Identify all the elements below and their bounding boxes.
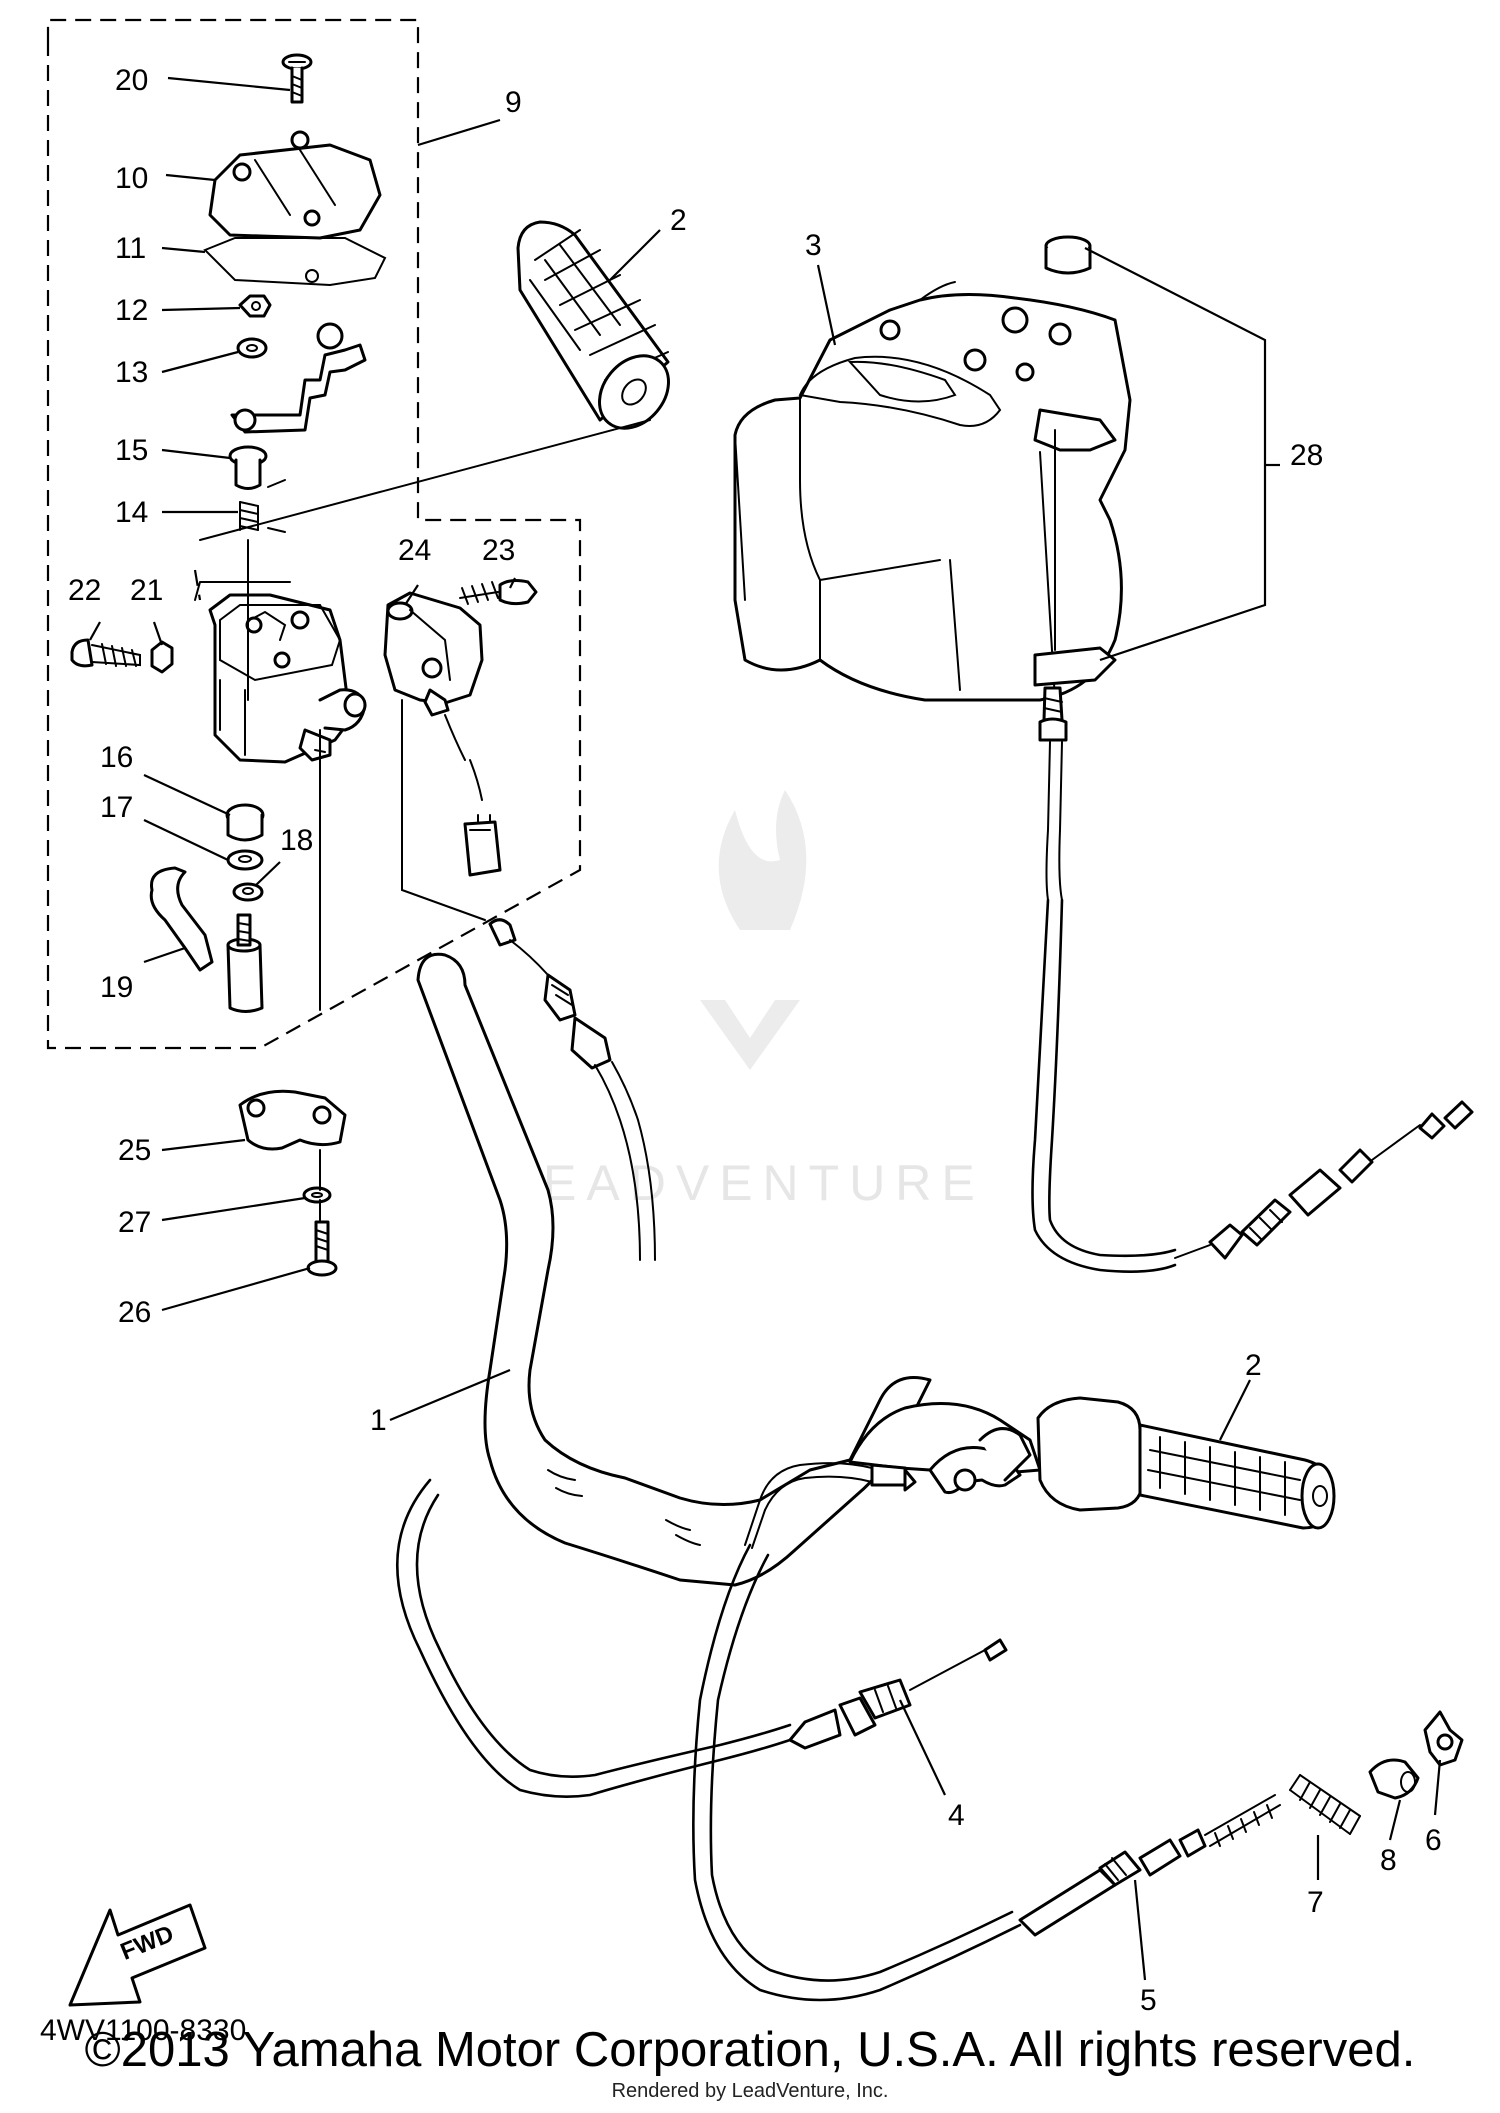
throttle-lever-cable (744, 1462, 917, 1549)
part-10-cover (208, 130, 382, 240)
callout-10: 10 (115, 162, 148, 195)
part-12-nut (238, 294, 272, 318)
callout-2-left: 2 (670, 204, 687, 237)
callout-22: 22 (68, 574, 101, 607)
callout-17: 17 (100, 791, 133, 824)
throttle-cable (1031, 898, 1474, 1273)
part-15-collar (228, 445, 268, 490)
throttle-bracket (928, 1427, 1032, 1494)
lever-link-line (194, 581, 291, 601)
callout-27: 27 (118, 1206, 151, 1239)
callout-4: 4 (948, 1799, 965, 1832)
part-3-throttle-housing (733, 281, 1132, 702)
callout-3: 3 (805, 229, 822, 262)
part-6-wing-nut (1423, 1710, 1464, 1767)
callout-24: 24 (398, 534, 431, 567)
part-2-grip-right (1036, 1396, 1336, 1530)
callout-14: 14 (115, 496, 148, 529)
callout-15: 15 (115, 434, 148, 467)
callout-21: 21 (130, 574, 163, 607)
fwd-arrow: FWD (68, 1903, 207, 2007)
callout-7: 7 (1307, 1886, 1324, 1919)
part-7-spring (1289, 1774, 1361, 1835)
grip-centerline (199, 419, 651, 541)
assembly-box-9 (46, 18, 582, 1050)
switch-housing (208, 593, 367, 764)
part-23-screw (459, 579, 538, 606)
part-16-nut (225, 803, 265, 842)
part-20-screw (281, 53, 313, 104)
callout-2-right: 2 (1245, 1349, 1262, 1382)
part-17-washer (226, 849, 264, 871)
part-4-cable (396, 1478, 1008, 1798)
part-26-bolt (306, 1220, 338, 1277)
watermark-text: LEADVENTURE (505, 1155, 985, 1211)
part-27-washer (302, 1186, 332, 1204)
part-14-spring (239, 479, 286, 533)
switch-cable (401, 699, 656, 1261)
part-18-washer (232, 882, 264, 902)
part-5-cable (692, 1543, 1281, 2002)
part-13-lever (230, 322, 367, 434)
callout-11: 11 (115, 232, 146, 265)
callout-1: 1 (370, 1404, 387, 1437)
leadventure-watermark: LEADVENTURE (505, 790, 985, 1211)
callout-9: 9 (505, 86, 522, 119)
callout-16: 16 (100, 741, 133, 774)
callout-25: 25 (118, 1134, 151, 1167)
callout-labels: 20 10 11 12 13 15 14 9 2 3 28 24 23 22 2… (68, 64, 1442, 2017)
callout-8: 8 (1380, 1844, 1397, 1877)
assembly-box-24 (193, 569, 202, 601)
callout-28: 28 (1290, 439, 1323, 472)
part-8-collar (1368, 1758, 1420, 1800)
callout-12: 12 (115, 294, 148, 327)
leader-lines (89, 76, 1442, 1981)
callout-26: 26 (118, 1296, 151, 1329)
part-19-lever (149, 866, 264, 1013)
part-24-switch (383, 591, 502, 877)
callout-19: 19 (100, 971, 133, 1004)
callout-5: 5 (1140, 1984, 1157, 2017)
callout-13: 13 (115, 356, 148, 389)
callout-18: 18 (280, 824, 313, 857)
callout-6: 6 (1425, 1824, 1442, 1857)
part-21-nut (150, 640, 174, 674)
part-2-grip-left (516, 220, 670, 430)
part-25-clamp (238, 1089, 347, 1151)
assembly-centerline (247, 539, 321, 1011)
diagram-code: 4WV1100-8330 (40, 2014, 246, 2047)
rendered-by: Rendered by LeadVenture, Inc. (611, 2080, 889, 2102)
throttle-cable-adjuster (1033, 646, 1117, 901)
part-11-gasket (203, 237, 387, 287)
part-28-cap (1044, 235, 1092, 275)
copyright-notice: ©2013 Yamaha Motor Corporation, U.S.A. A… (84, 2023, 1416, 2077)
callout-23: 23 (482, 534, 515, 567)
part-22-screw (70, 638, 141, 668)
callout-20: 20 (115, 64, 148, 97)
